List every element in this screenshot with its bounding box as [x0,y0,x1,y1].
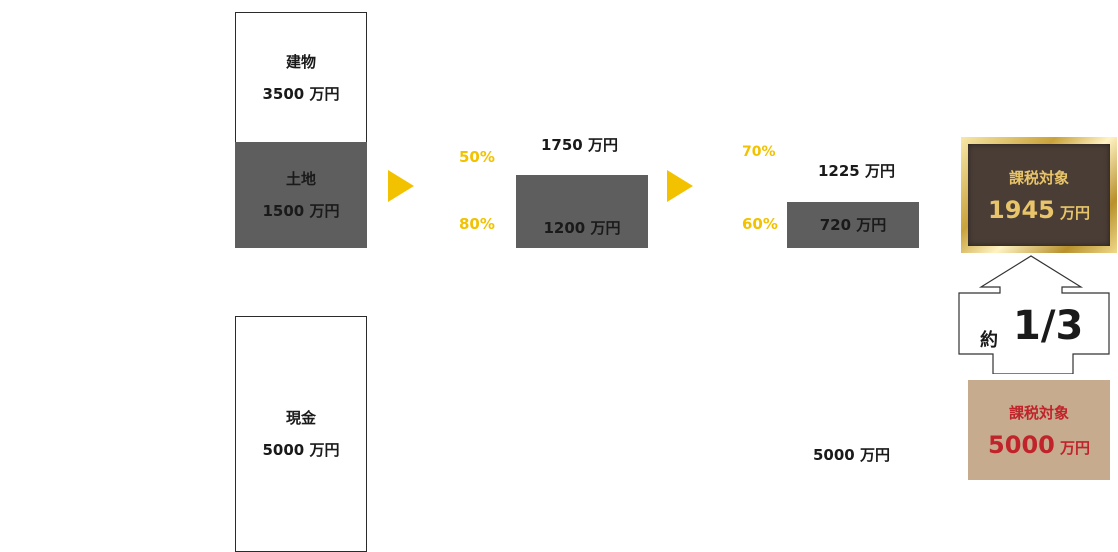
building-box: 建物 3500 万円 [235,12,367,143]
step1-building-rate: 50% [459,148,495,166]
cash-tax-unit: 万円 [1059,438,1090,457]
cash-label: 現金 [285,409,316,427]
land-label: 土地 [285,170,316,188]
cash-tax-amount: 5000 [988,430,1055,459]
step1-land-rate: 80% [459,215,495,233]
land-amount: 1500 万円 [262,202,340,220]
cash-tax-badge: 課税対象 5000 万円 [968,380,1110,480]
ratio-prefix: 約 [980,330,998,351]
arrow-right-icon [388,170,414,202]
land-box: 土地 1500 万円 [235,142,367,248]
step2-land-rate: 60% [742,215,778,233]
step1-land-value: 1200 万円 [543,219,621,237]
real-estate-tax-title: 課税対象 [1008,168,1069,187]
ratio-value: 1/3 [1013,303,1084,349]
cash-tax-title: 課税対象 [1008,403,1069,422]
step2-land-value: 720 万円 [819,216,887,234]
step2-land-box: 720 万円 [787,202,919,248]
cash-box: 現金 5000 万円 [235,316,367,552]
real-estate-tax-badge: 課税対象 1945 万円 [961,137,1117,253]
real-estate-tax-unit: 万円 [1059,203,1090,222]
arrow-right-icon [667,170,693,202]
step2-building-value: 1225 万円 [818,162,895,180]
building-amount: 3500 万円 [262,84,340,103]
step2-building-rate: 70% [742,144,776,160]
arrow-up-icon [958,255,1110,374]
cash-amount: 5000 万円 [262,441,340,459]
building-label: 建物 [285,52,316,71]
step1-building-value: 1750 万円 [541,136,618,154]
step1-land-box: 1200 万円 [516,175,648,248]
real-estate-tax-amount: 1945 [988,195,1055,224]
step2-cash-value: 5000 万円 [813,446,890,464]
